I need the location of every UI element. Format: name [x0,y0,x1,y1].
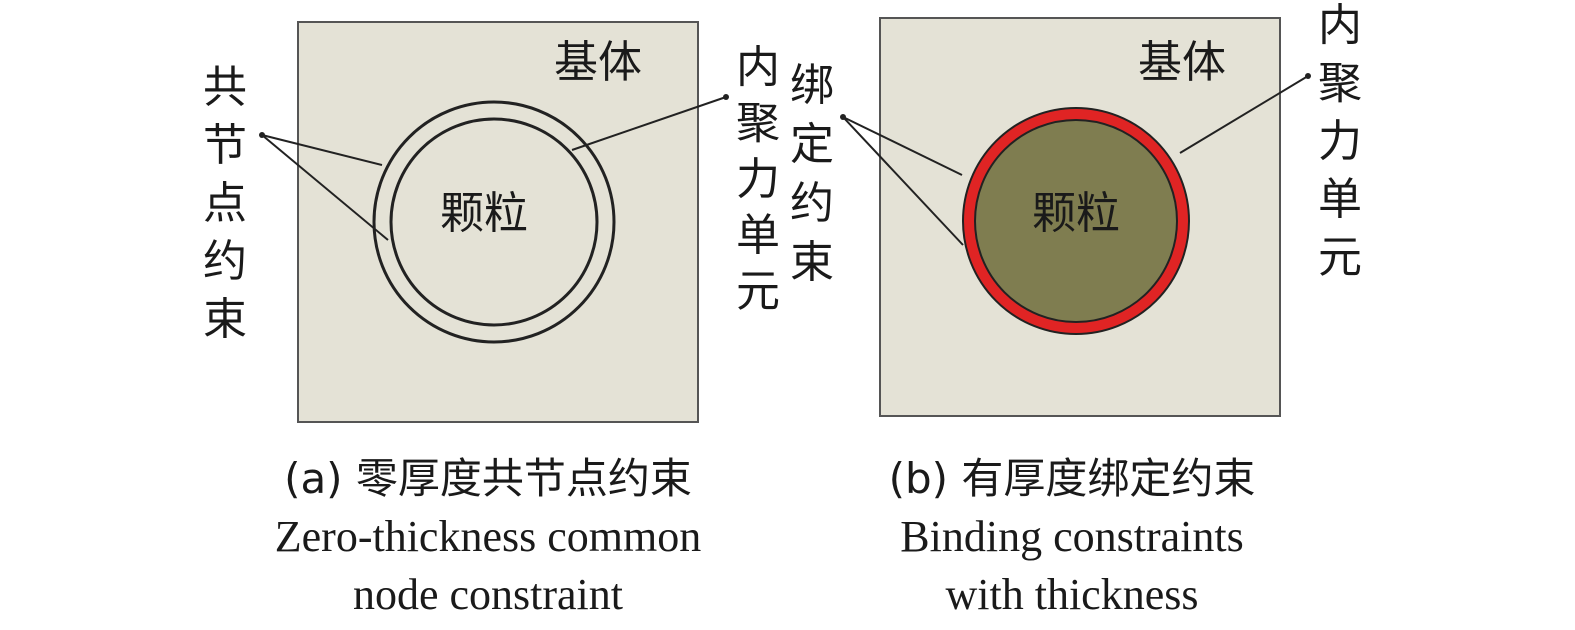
vertical-label-char: 束 [203,294,247,345]
panel-a-inner-ring [389,117,599,327]
panel-a-caption-en-line2: node constraint [352,570,624,619]
panel-a-matrix-label: 基体 [554,37,642,88]
vertical-label-char: 节 [203,120,247,171]
panel-b-particle-label: 颗粒 [1032,188,1120,239]
panel-a: 基体 颗粒 共节点约束 内聚力单元 [203,21,780,423]
panel-a-leader-3 [571,96,727,151]
panel-b-leader-dot-left [840,114,846,120]
panel-a-outer-ring [372,100,616,344]
panel-b-leader-3 [1179,75,1309,154]
panel-b-leader-2 [842,116,964,246]
panel-a-caption-zh: (a) 零厚度共节点约束 [284,454,692,503]
panel-b-caption: (b) 有厚度绑定约束 Binding constraints with thi… [792,450,1352,624]
panel-a-leader-dot-right [723,94,729,100]
panel-b-matrix-label: 基体 [1138,37,1226,88]
panel-a-caption: (a) 零厚度共节点约束 Zero-thickness common node … [208,450,768,624]
vertical-label-char: 力 [1318,116,1362,167]
vertical-label-char: 定 [790,119,834,170]
panel-a-right-label: 内聚力单元 [736,42,780,317]
panel-b: 基体 颗粒 绑定约束 内聚力单元 [790,0,1362,417]
panel-a-left-label: 共节点约束 [203,62,247,345]
panel-b-leader-dot-right [1305,73,1311,79]
vertical-label-char: 内 [1318,0,1362,51]
vertical-label-char: 元 [1318,232,1362,283]
vertical-label-char: 束 [790,237,834,288]
panel-b-leader-1 [842,116,963,176]
panel-b-caption-en-line2: with thickness [945,570,1199,619]
vertical-label-char: 聚 [1318,58,1362,109]
vertical-label-char: 单 [1318,174,1362,225]
panel-b-particle [974,119,1178,323]
vertical-label-char: 元 [736,266,780,317]
panel-a-leader-1 [261,134,383,166]
vertical-label-char: 共 [203,62,247,113]
panel-b-left-label: 绑定约束 [790,60,834,288]
vertical-label-char: 单 [736,210,780,261]
vertical-label-char: 聚 [736,98,780,149]
panel-a-caption-en-line1: Zero-thickness common [274,512,702,561]
vertical-label-char: 点 [203,178,247,229]
panel-a-leader-dot-left [259,132,265,138]
panel-a-particle-label: 颗粒 [440,188,528,239]
vertical-label-char: 约 [203,236,247,287]
vertical-label-char: 绑 [790,60,834,111]
panel-b-right-label: 内聚力单元 [1318,0,1362,283]
vertical-label-char: 内 [736,42,780,93]
vertical-label-char: 力 [736,154,780,205]
panel-a-matrix [297,21,699,423]
panel-b-caption-zh: (b) 有厚度绑定约束 [888,454,1256,503]
panel-b-caption-en-line1: Binding constraints [900,512,1244,561]
panel-a-leader-2 [261,134,389,241]
vertical-label-char: 约 [790,178,834,229]
